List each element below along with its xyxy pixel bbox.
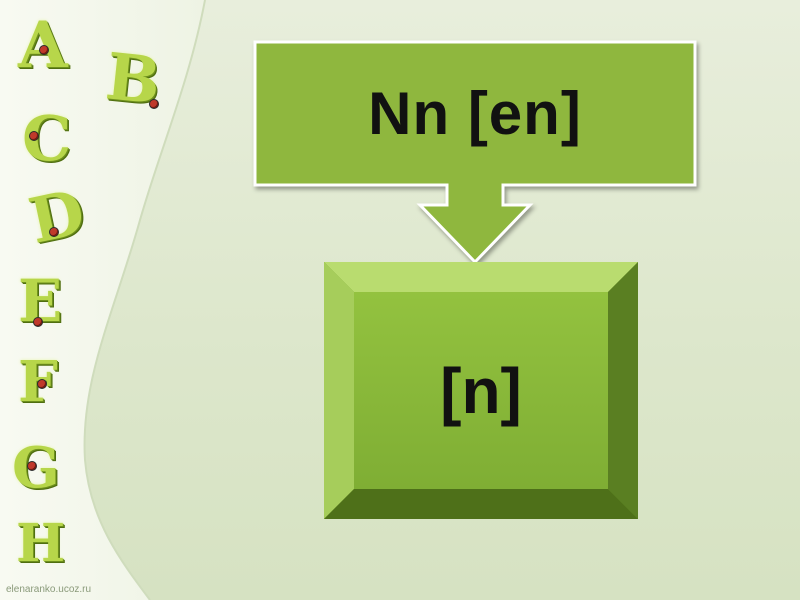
box-phoneme: [n]: [440, 354, 522, 427]
decorative-letter-c: C: [22, 102, 72, 175]
ladybug-icon: [50, 228, 58, 236]
ladybug-icon: [40, 46, 48, 54]
decorative-letter-g: G: [12, 435, 60, 501]
ladybug-icon: [38, 380, 46, 388]
decorative-letter-h: H: [16, 513, 66, 574]
ladybug-icon: [28, 462, 36, 470]
decorative-letter-a: A: [18, 14, 68, 78]
bevel-box: [324, 262, 638, 519]
decorative-letter-f: F: [18, 349, 58, 415]
ladybug-icon: [34, 318, 42, 326]
watermark-text: elenaranko.ucoz.ru: [6, 584, 92, 595]
top-callout-shape: [253, 40, 697, 265]
left-curved-panel: [0, 0, 205, 600]
ladybug-icon: [150, 100, 158, 108]
ladybug-icon: [30, 132, 38, 140]
left-panel-edge: [83, 0, 206, 600]
callout-title: Nn [en]: [368, 80, 582, 147]
